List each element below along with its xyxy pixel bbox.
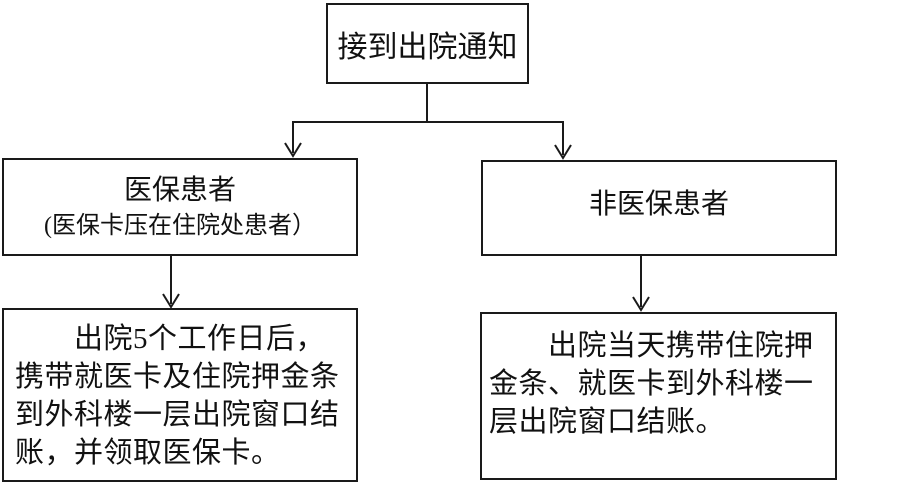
arrowhead-uninsured-action-icon xyxy=(632,296,650,312)
flow-node-uninsured-action: 出院当天携带住院押 金条、就医卡到外科楼一 层出院窗口结账。 xyxy=(480,312,837,480)
flow-node-uninsured-action-text: 出院当天携带住院押 金条、就医卡到外科楼一 层出院窗口结账。 xyxy=(489,330,814,438)
arrowhead-insured-action-icon xyxy=(162,293,180,309)
flow-node-insured-action: 出院5个工作日后， 携带就医卡及住院押金条 到外科楼一层出院窗口结 账，并领取医… xyxy=(2,308,358,482)
flow-node-start-label: 接到出院通知 xyxy=(337,30,518,64)
flow-node-uninsured-patient: 非医保患者 xyxy=(481,160,837,256)
flow-node-insured-title: 医保患者 xyxy=(123,174,236,206)
flow-node-uninsured-label: 非医保患者 xyxy=(588,189,729,220)
arrowhead-left-branch-icon xyxy=(284,142,302,158)
arrowhead-right-branch-icon xyxy=(554,144,572,160)
flow-node-insured-action-text: 出院5个工作日后， 携带就医卡及住院押金条 到外科楼一层出院窗口结 账，并领取医… xyxy=(15,323,340,469)
flow-node-insured-subtitle: (医保卡压在住院处患者） xyxy=(44,212,316,239)
flow-node-start: 接到出院通知 xyxy=(326,3,529,84)
flow-node-insured-patient: 医保患者 (医保卡压在住院处患者） xyxy=(2,158,358,256)
